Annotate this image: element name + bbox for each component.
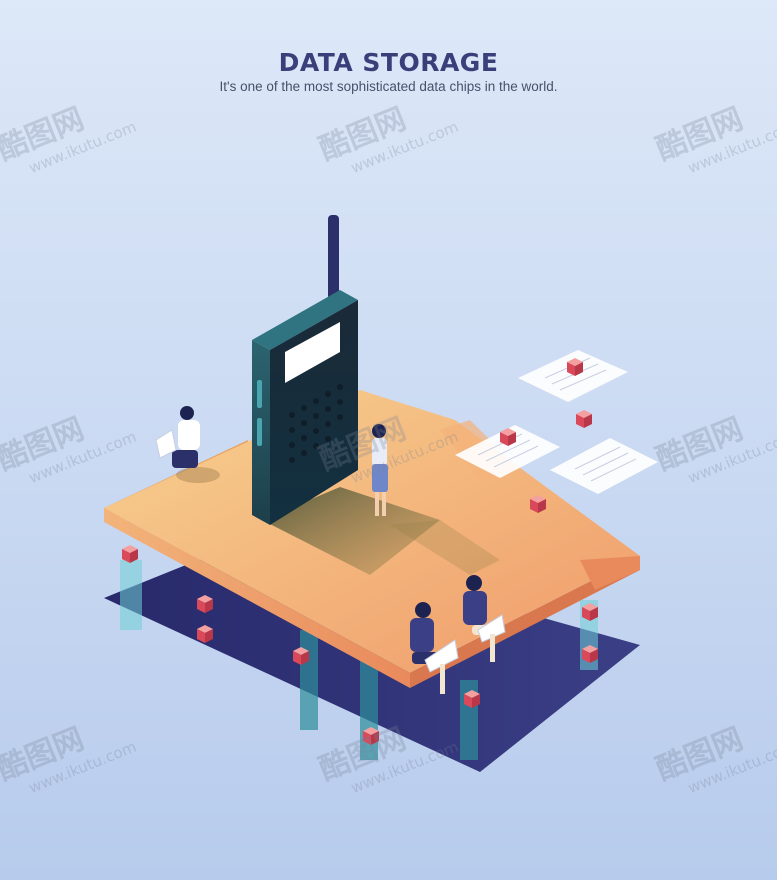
cube (363, 727, 379, 745)
cube (567, 358, 583, 376)
device-shadow (262, 487, 440, 575)
cube (582, 645, 598, 663)
cube (576, 410, 592, 428)
cube (464, 690, 480, 708)
cube (293, 647, 309, 665)
cube (500, 428, 516, 446)
device-shadow-long (390, 520, 500, 575)
person-standing (372, 424, 388, 516)
cube (530, 495, 546, 513)
document-card (518, 350, 628, 402)
floating-documents (455, 350, 658, 513)
cube (582, 603, 598, 621)
page-title: DATA STORAGE (278, 48, 499, 77)
data-chip-device (252, 215, 358, 525)
page-subtitle: It's one of the most sophisticated data … (219, 79, 558, 94)
cube (197, 625, 213, 643)
speaker-grill-icon (289, 384, 343, 463)
support-cubes (122, 545, 598, 745)
person-with-laptop-left (155, 406, 220, 483)
person-with-laptop-front-1 (410, 602, 459, 694)
person-with-laptop-front-2 (463, 575, 506, 662)
cube (197, 595, 213, 613)
document-card (550, 438, 658, 494)
cube (122, 545, 138, 563)
